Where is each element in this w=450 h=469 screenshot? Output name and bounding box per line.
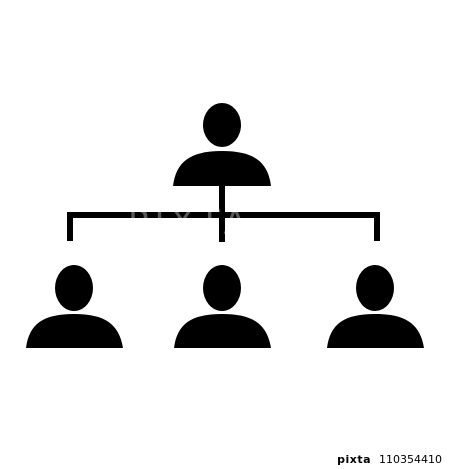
connector-lines <box>67 186 380 242</box>
right-person-body <box>327 314 424 348</box>
center-person-icon <box>174 265 271 348</box>
footer-image-id: 110354410 <box>379 452 442 466</box>
center-person-head <box>203 265 241 311</box>
top-person-body <box>173 151 271 186</box>
footer-brand: pixta <box>337 452 371 466</box>
footer-bar: pixta 110354410 <box>0 449 450 469</box>
center-person-body <box>174 314 271 348</box>
left-person-body <box>26 314 123 348</box>
connector-horizontal <box>67 212 380 218</box>
top-person-icon <box>173 103 271 186</box>
connector-vertical-left <box>67 212 73 241</box>
left-person-icon <box>26 265 123 348</box>
connector-vertical-right <box>374 212 380 241</box>
right-person-head <box>356 265 394 311</box>
left-person-head <box>55 265 93 311</box>
top-person-head <box>203 103 241 147</box>
right-person-icon <box>327 265 424 348</box>
